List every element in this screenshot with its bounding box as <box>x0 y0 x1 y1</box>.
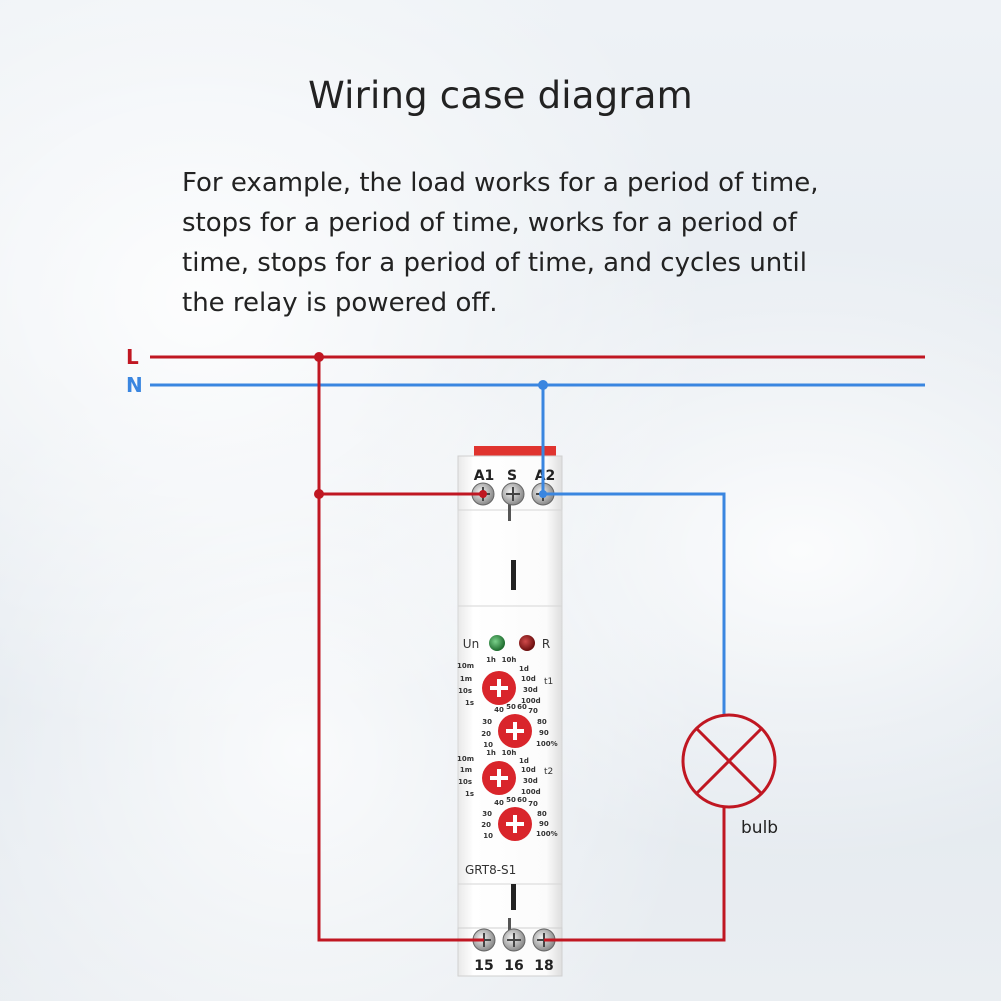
percent-label: 10 <box>483 741 493 749</box>
percent-dial-t2[interactable] <box>498 807 532 841</box>
terminal-dot <box>479 490 487 498</box>
range-label: 10h <box>502 749 517 757</box>
led-label-r: R <box>542 637 550 651</box>
range-label: 10m <box>457 755 474 763</box>
relay-module: A1 S A2 Un R 10m 1m 10s 1s <box>457 446 563 977</box>
range-label: 10s <box>458 687 472 695</box>
range-label: 1d <box>519 757 529 765</box>
terminal-label-16: 16 <box>504 958 523 974</box>
screw-terminal-16[interactable] <box>502 928 526 952</box>
range-label: 1s <box>465 790 474 798</box>
screw-terminal-s[interactable] <box>501 482 525 506</box>
time-range-dial-t2[interactable] <box>482 761 516 795</box>
percent-label: 20 <box>481 821 491 829</box>
relay-led-icon <box>519 635 535 651</box>
range-label: 1h <box>486 656 496 664</box>
range-label: 1d <box>519 665 529 673</box>
percent-label: 60 <box>517 703 527 711</box>
relay-model-label: GRT8-S1 <box>465 863 516 877</box>
diagram-title: Wiring case diagram <box>308 74 693 117</box>
din-slot-upper <box>511 560 516 590</box>
percent-label: 40 <box>494 799 504 807</box>
range-label: 30d <box>523 686 538 694</box>
percent-label: 90 <box>539 729 549 737</box>
din-slot-lower <box>511 884 516 910</box>
percent-label: 50 <box>506 703 516 711</box>
terminal-label-15: 15 <box>474 958 493 974</box>
range-label: 1m <box>460 675 472 683</box>
relay-top-clip <box>474 446 556 458</box>
percent-label: 100% <box>536 740 558 748</box>
range-label: 10d <box>521 766 536 774</box>
range-label: 30d <box>523 777 538 785</box>
range-label: 10d <box>521 675 536 683</box>
percent-label: 80 <box>537 810 547 818</box>
neutral-to-bulb-wire <box>543 492 726 714</box>
range-label: 100d <box>521 788 541 796</box>
diagram-description: For example, the load works for a period… <box>182 168 819 318</box>
percent-label: 80 <box>537 718 547 726</box>
percent-label: 30 <box>482 810 492 818</box>
neutral-line-label: N <box>126 373 143 397</box>
time-range-dial-t1[interactable] <box>482 671 516 705</box>
live-line-label: L <box>126 345 139 369</box>
percent-label: 40 <box>494 706 504 714</box>
range-label: 10s <box>458 778 472 786</box>
terminal-label-a1: A1 <box>474 468 495 484</box>
range-label: 10m <box>457 662 474 670</box>
range-label: 1h <box>486 749 496 757</box>
range-label: 1s <box>465 699 474 707</box>
terminal-label-18: 18 <box>534 958 553 974</box>
percent-label: 30 <box>482 718 492 726</box>
bulb-to-terminal-18-wire <box>544 808 726 942</box>
terminal-label-s: S <box>507 468 517 484</box>
dial-label-t2: t2 <box>544 767 553 777</box>
bulb-icon <box>681 713 777 809</box>
percent-label: 10 <box>483 832 493 840</box>
percent-label: 20 <box>481 730 491 738</box>
junction-dot <box>314 352 324 362</box>
percent-label: 50 <box>506 796 516 804</box>
percent-label: 60 <box>517 796 527 804</box>
range-label: 100d <box>521 697 541 705</box>
range-label: 10h <box>502 656 517 664</box>
power-led-icon <box>489 635 505 651</box>
range-label: 1m <box>460 766 472 774</box>
terminal-label-a2: A2 <box>535 468 556 484</box>
percent-label: 90 <box>539 820 549 828</box>
percent-dial-t1[interactable] <box>498 714 532 748</box>
junction-dot <box>538 380 548 390</box>
percent-label: 100% <box>536 830 558 838</box>
led-label-un: Un <box>463 637 479 651</box>
percent-label: 70 <box>528 707 538 715</box>
dial-label-t1: t1 <box>544 677 553 687</box>
junction-dot <box>314 489 324 499</box>
live-to-terminal-15-wire <box>317 357 484 942</box>
percent-label: 70 <box>528 800 538 808</box>
terminal-dot <box>539 490 547 498</box>
bulb-label: bulb <box>741 818 778 838</box>
